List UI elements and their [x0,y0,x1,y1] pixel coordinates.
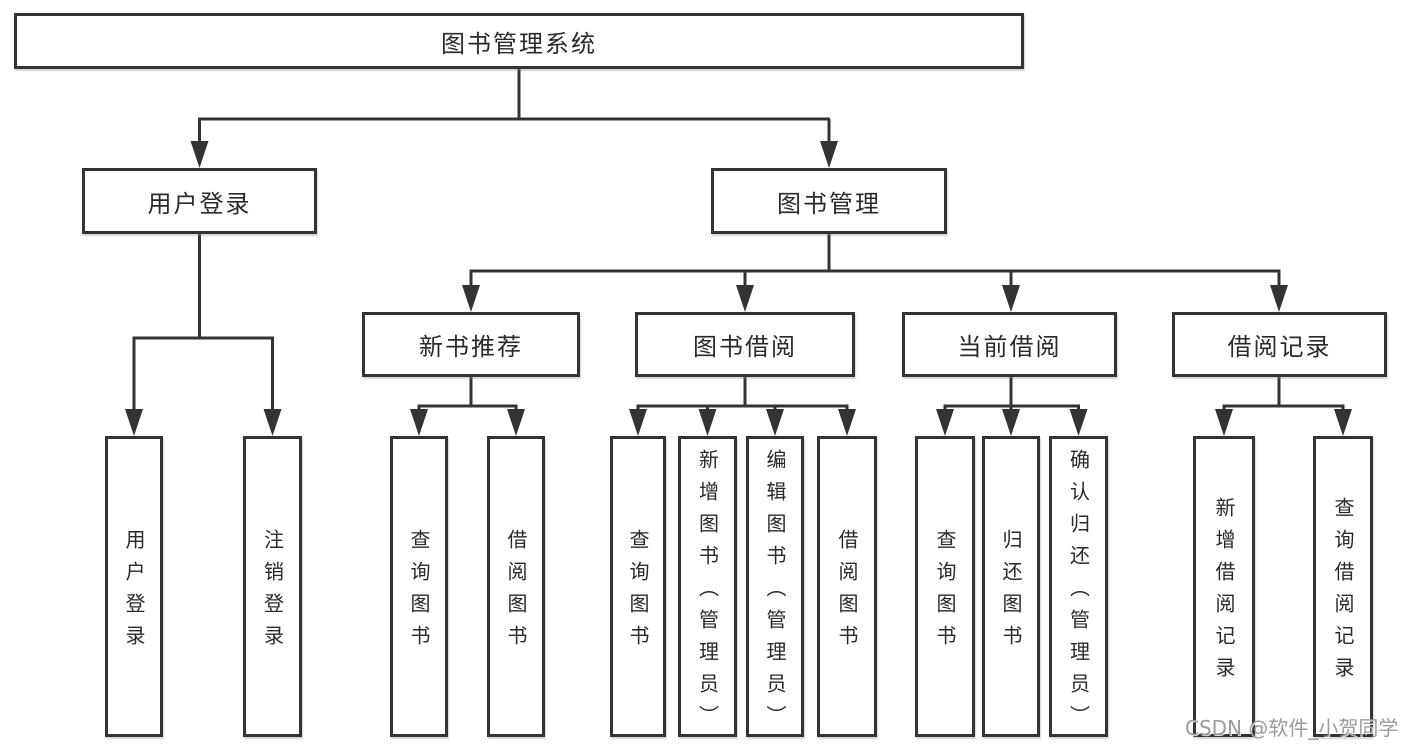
leaf-add-borrow-record-label: 新增借阅记录 [1212,496,1236,689]
leaf-confirm-return-admin: 确认归还（管理员） [1049,436,1108,737]
watermark: CSDN @软件_小贺同学 [1185,716,1399,740]
node-user-login-label: 用户登录 [147,189,252,218]
leaf-add-books-admin: 新增图书（管理员） [678,436,737,737]
node-library-system-label: 图书管理系统 [441,29,597,58]
leaf-user-login: 用户登录 [105,436,163,737]
node-book-borrowing: 图书借阅 [635,312,855,377]
leaf-borrow-books: 借阅图书 [817,436,877,737]
leaf-recommend-query-books: 查询图书 [390,436,448,737]
node-book-borrowing-label: 图书借阅 [693,333,797,361]
node-current-borrowing-label: 当前借阅 [957,333,1062,361]
leaf-current-query-books-label: 查询图书 [933,528,957,657]
leaf-current-query-books: 查询图书 [915,436,975,737]
leaf-edit-books-admin: 编辑图书（管理员） [746,436,804,737]
leaf-borrow-query-books: 查询图书 [610,436,666,737]
node-user-login: 用户登录 [82,168,317,234]
node-borrowing-records: 借阅记录 [1172,312,1387,377]
leaf-add-books-admin-label: 新增图书（管理员） [695,448,720,737]
leaf-recommend-borrow-books-label: 借阅图书 [504,528,528,657]
leaf-recommend-borrow-books: 借阅图书 [487,436,545,737]
leaf-return-books-label: 归还图书 [999,528,1023,657]
node-book-management-label: 图书管理 [777,189,881,218]
leaf-logout: 注销登录 [243,436,302,737]
leaf-logout-label: 注销登录 [260,528,285,657]
node-new-book-recommend: 新书推荐 [362,312,580,377]
node-book-management: 图书管理 [711,168,947,234]
leaf-confirm-return-admin-label: 确认归还（管理员） [1066,448,1091,737]
leaf-edit-books-admin-label: 编辑图书（管理员） [763,448,787,737]
node-new-book-recommend-label: 新书推荐 [419,333,523,361]
leaf-user-login-label: 用户登录 [122,528,146,657]
leaf-query-borrow-record-label: 查询借阅记录 [1331,496,1355,689]
node-borrowing-records-label: 借阅记录 [1227,333,1332,361]
leaf-query-borrow-record: 查询借阅记录 [1313,436,1373,737]
leaf-add-borrow-record: 新增借阅记录 [1193,436,1255,737]
leaf-return-books: 归还图书 [982,436,1040,737]
leaf-borrow-books-label: 借阅图书 [835,528,859,657]
node-library-system: 图书管理系统 [14,13,1024,69]
leaf-recommend-query-books-label: 查询图书 [407,528,431,657]
leaf-borrow-query-books-label: 查询图书 [626,528,650,657]
node-current-borrowing: 当前借阅 [902,312,1117,377]
